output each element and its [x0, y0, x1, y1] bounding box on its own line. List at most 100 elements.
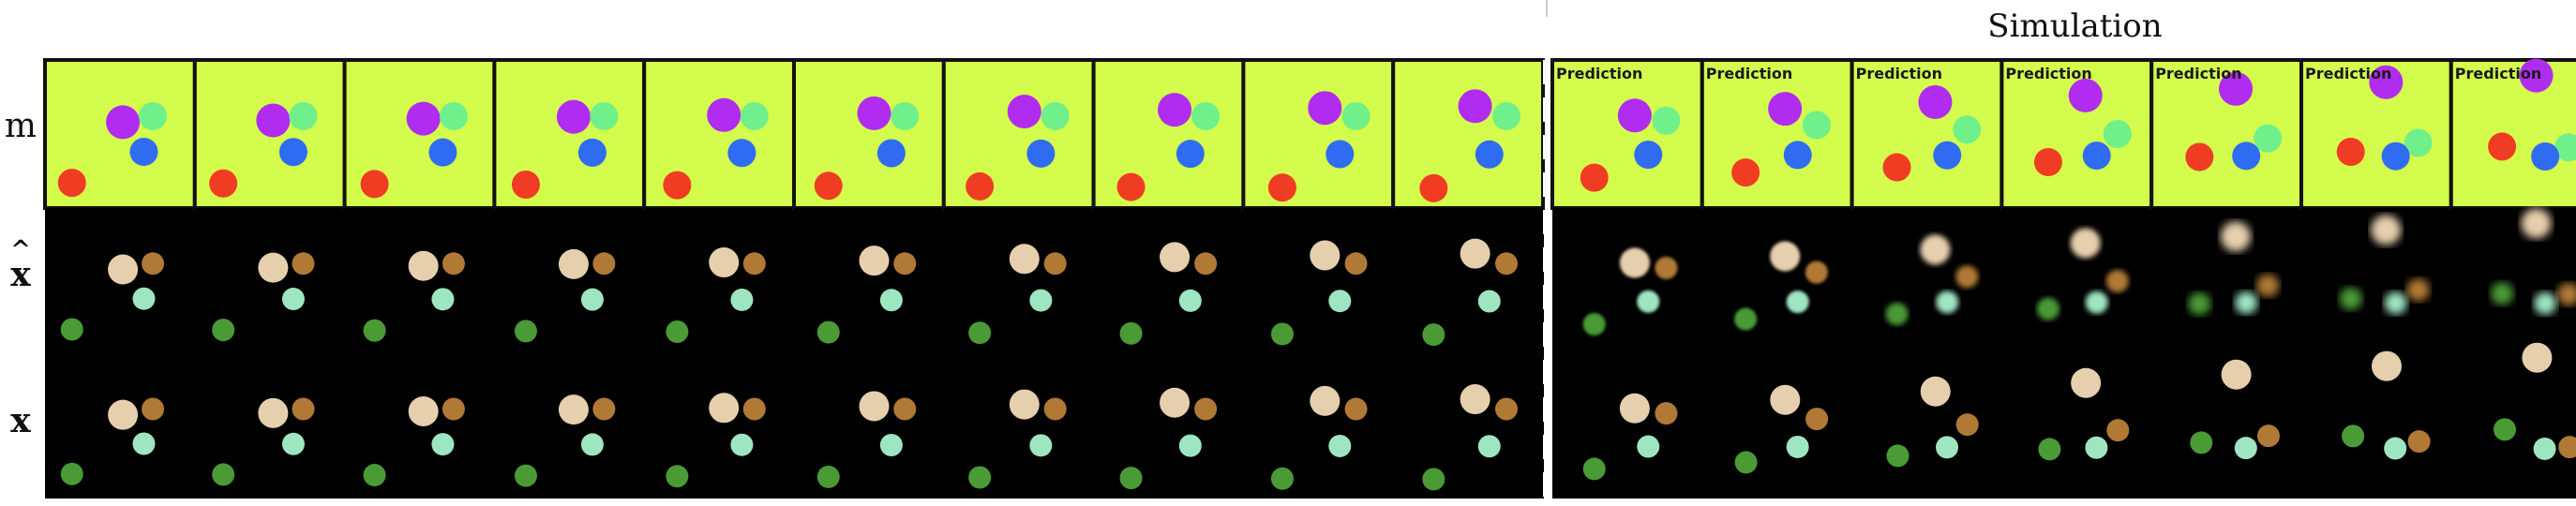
- green-ball: [2190, 431, 2213, 454]
- green-ball: [1734, 307, 1758, 331]
- red-blob: [209, 169, 238, 198]
- brown-ball: [442, 252, 465, 275]
- mint-ball: [132, 432, 156, 455]
- prediction-label: Prediction: [1706, 65, 1792, 82]
- blue-blob: [876, 139, 906, 168]
- brown-ball: [1344, 397, 1368, 421]
- mint-ball: [2085, 436, 2108, 459]
- green-ball: [666, 465, 689, 488]
- brown-ball: [1805, 260, 1828, 284]
- mint-ball: [2085, 290, 2108, 314]
- mint-ball: [2235, 291, 2258, 315]
- brown-ball: [1194, 397, 1218, 421]
- green-blob: [2254, 124, 2283, 153]
- red-blob: [57, 169, 86, 198]
- green-ball: [1582, 313, 1606, 336]
- mint-ball: [879, 289, 903, 312]
- brown-ball: [1955, 413, 1979, 437]
- brown-ball: [2256, 274, 2280, 297]
- green-ball: [666, 320, 689, 343]
- brown-ball: [292, 252, 315, 275]
- brown-ball: [1043, 252, 1067, 275]
- beige-ball: [408, 250, 439, 281]
- image-frame: [1552, 354, 1703, 499]
- prediction-label: Prediction: [2005, 65, 2091, 82]
- brown-ball: [142, 252, 165, 275]
- mint-ball: [1328, 434, 1352, 457]
- image-frame: [1243, 208, 1395, 354]
- blue-blob: [577, 138, 607, 167]
- green-ball: [1270, 467, 1294, 490]
- purple-blob: [1308, 91, 1342, 126]
- mint-ball: [1637, 435, 1660, 458]
- xhat-symbol: x: [10, 255, 30, 294]
- red-blob: [1731, 158, 1760, 187]
- brown-ball: [292, 397, 315, 421]
- mint-ball: [580, 433, 604, 456]
- red-blob: [360, 170, 389, 199]
- brown-ball: [742, 397, 766, 421]
- mint-ball: [1477, 435, 1501, 458]
- brown-ball: [2105, 270, 2129, 292]
- mint-ball: [2234, 437, 2257, 460]
- purple-blob: [1007, 94, 1041, 128]
- green-ball: [212, 319, 235, 342]
- beige-ball: [2522, 342, 2553, 373]
- prediction-label: Prediction: [2455, 65, 2541, 82]
- beige-ball: [558, 248, 589, 279]
- green-ball: [968, 321, 992, 345]
- green-ball: [816, 320, 840, 344]
- beige-ball: [1920, 376, 1951, 407]
- green-blob: [590, 102, 619, 131]
- image-frame: [1701, 354, 1853, 499]
- green-ball: [363, 464, 386, 487]
- mint-ball: [879, 434, 903, 457]
- purple-blob: [2519, 58, 2554, 93]
- green-ball: [2339, 287, 2362, 310]
- green-ball: [1582, 457, 1606, 481]
- green-blob: [1191, 102, 1221, 131]
- blue-blob: [1933, 141, 1962, 170]
- image-frame: [2001, 208, 2153, 354]
- red-blob: [1267, 173, 1296, 202]
- green-blob: [289, 102, 318, 131]
- purple-blob: [2369, 65, 2404, 99]
- beige-ball: [709, 393, 740, 424]
- green-blob: [139, 102, 168, 131]
- image-frame: [1393, 354, 1544, 499]
- brown-ball: [1043, 397, 1067, 421]
- beige-ball: [1770, 241, 1801, 272]
- brown-ball: [893, 397, 917, 421]
- mint-ball: [1029, 434, 1053, 457]
- green-blob: [1953, 115, 1982, 144]
- purple-blob: [1918, 85, 1953, 120]
- green-blob: [439, 102, 468, 131]
- image-frame: [1851, 354, 2003, 499]
- mint-ball: [2384, 437, 2407, 460]
- green-ball: [968, 466, 992, 489]
- red-blob: [966, 171, 995, 201]
- green-blob: [2404, 128, 2433, 157]
- mask-frame: [1550, 58, 1704, 210]
- mint-ball: [1936, 290, 1959, 314]
- beige-ball: [1920, 234, 1951, 265]
- beige-ball: [258, 397, 289, 428]
- green-ball: [60, 318, 83, 341]
- image-frame: [794, 354, 945, 499]
- red-blob: [1419, 173, 1448, 202]
- purple-blob: [707, 97, 741, 132]
- mint-ball: [2384, 291, 2407, 315]
- blue-blob: [2082, 141, 2111, 171]
- purple-blob: [1158, 93, 1192, 127]
- image-frame: [1851, 208, 2003, 354]
- green-blob: [1802, 111, 1831, 140]
- brown-ball: [1655, 256, 1678, 279]
- purple-blob: [556, 99, 591, 134]
- brown-ball: [2558, 436, 2576, 459]
- beige-ball: [108, 399, 139, 430]
- green-ball: [816, 465, 840, 488]
- green-ball: [1885, 303, 1909, 326]
- mint-ball: [431, 288, 455, 311]
- brown-ball: [2406, 278, 2430, 302]
- beige-ball: [2071, 367, 2102, 398]
